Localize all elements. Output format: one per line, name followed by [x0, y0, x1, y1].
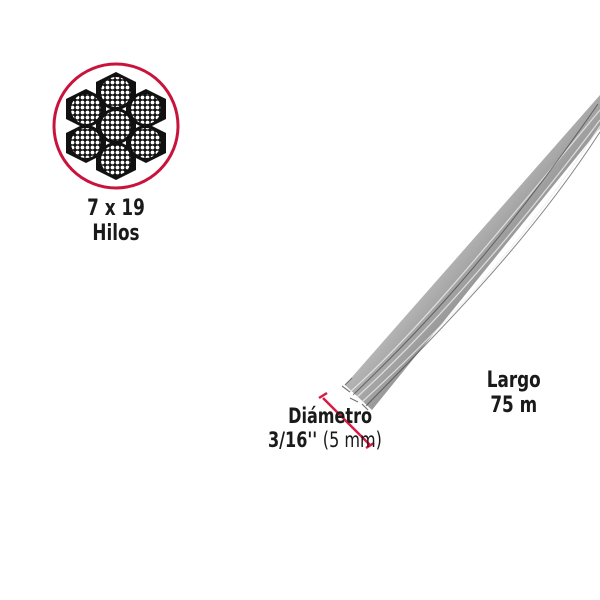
length-title: Largo [486, 368, 541, 393]
diameter-metric: (5 mm) [322, 428, 382, 453]
strand-count-label: 7 x 19 Hilos [60, 196, 172, 247]
wire-rope-cross-section-icon [52, 62, 180, 190]
strand-count: 7 x 19 [87, 196, 145, 221]
diameter-title: Diámetro [288, 404, 373, 428]
diameter-value: 3/16'' (5 mm) [268, 428, 382, 452]
diameter-label: Diámetro 3/16'' (5 mm) [268, 404, 382, 452]
length-label: Largo 75 m [487, 368, 541, 419]
diameter-imperial: 3/16'' [268, 428, 318, 453]
diameter-arrow-icon [318, 391, 375, 450]
strand-unit: Hilos [92, 221, 140, 247]
length-value: 75 m [490, 393, 538, 419]
